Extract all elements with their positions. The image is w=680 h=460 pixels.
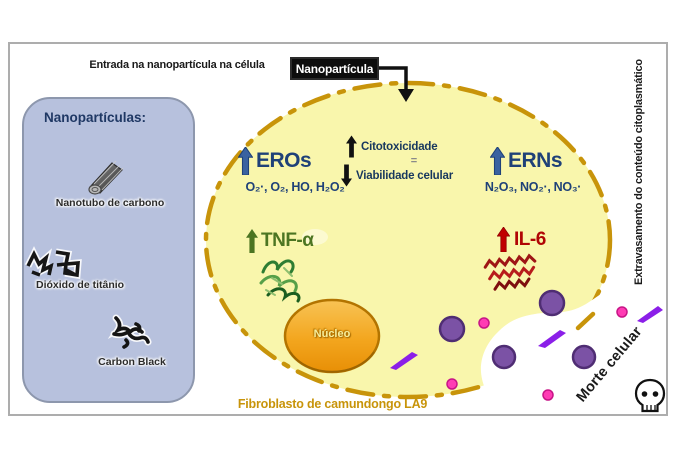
- shard: [390, 352, 418, 370]
- rupture-area: [480, 248, 663, 411]
- sidebar-title: Nanopartículas:: [44, 110, 147, 125]
- up-arrow-icon: [346, 135, 357, 158]
- viability-label: Viabilidade celular: [356, 169, 453, 182]
- cytotoxicity-row: Citotoxicidade: [346, 135, 438, 158]
- cytotoxicity-label: Citotoxicidade: [361, 140, 438, 153]
- nanoparticle-box-label: Nanopartícula: [295, 61, 374, 76]
- shard: [538, 330, 566, 348]
- carbon-black-icon: [107, 314, 152, 349]
- leaked-vesicles: [438, 289, 597, 370]
- nucleus-label: Núcleo: [313, 328, 351, 340]
- il6-label: IL-6: [514, 228, 546, 250]
- extravasation-label: Extravasamento do conteúdo citoplasmátic…: [633, 59, 645, 285]
- down-arrow-icon: [341, 164, 352, 187]
- sidebar-item-carbon-black: Carbon Black: [98, 356, 166, 368]
- erns-heading: ERNs: [490, 147, 563, 175]
- erns-title: ERNs: [508, 149, 563, 172]
- il6-protein-icon: [483, 253, 537, 291]
- tnf-heading: TNF-α: [246, 229, 314, 253]
- vesicle: [491, 344, 517, 370]
- debris-dots: [446, 306, 628, 401]
- entry-arrow-icon: [379, 66, 414, 102]
- titanium-dioxide-icon: [24, 246, 82, 280]
- sidebar-item-nanotube: Nanotubo de carbono: [55, 197, 165, 209]
- il6-heading: IL-6: [497, 227, 546, 252]
- nanoparticle-box: Nanopartícula: [290, 57, 379, 80]
- up-arrow-icon: [246, 229, 258, 253]
- carbon-nanotube-icon: [88, 160, 124, 195]
- tnf-protein-icon: [259, 259, 301, 303]
- vesicle: [438, 315, 466, 343]
- vesicle: [571, 344, 597, 370]
- up-arrow-icon: [497, 227, 510, 252]
- cell-highlight: [302, 229, 328, 245]
- debris-dot: [446, 378, 458, 390]
- membrane-fragment: [575, 311, 596, 331]
- up-arrow-icon: [238, 147, 253, 175]
- nucleus-shadow: [289, 351, 375, 373]
- eros-title: EROs: [256, 149, 312, 172]
- shard: [637, 306, 663, 323]
- up-arrow-icon: [490, 147, 505, 175]
- erns-species: N₂O₃, NO₂·, NO₃·: [484, 180, 582, 194]
- debris-dot: [616, 306, 628, 318]
- skull-icon: [634, 378, 666, 413]
- debris-dot: [542, 389, 554, 401]
- membrane-shards: [390, 306, 663, 370]
- sidebar-item-tio2: Dióxido de titânio: [36, 279, 125, 291]
- cell-caption: Fibroblasto de camundongo LA9: [237, 397, 428, 411]
- entry-title: Entrada na nanopartícula na célula: [89, 59, 265, 71]
- eros-species: O₂·, O₂, HO, H₂O₂: [245, 180, 345, 194]
- viability-row: Viabilidade celular: [341, 164, 453, 187]
- debris-dot: [478, 317, 490, 329]
- vesicle: [538, 289, 566, 317]
- tnf-label: TNF-α: [261, 230, 314, 251]
- eros-heading: EROs: [238, 147, 312, 175]
- equals-sign: =: [410, 155, 418, 167]
